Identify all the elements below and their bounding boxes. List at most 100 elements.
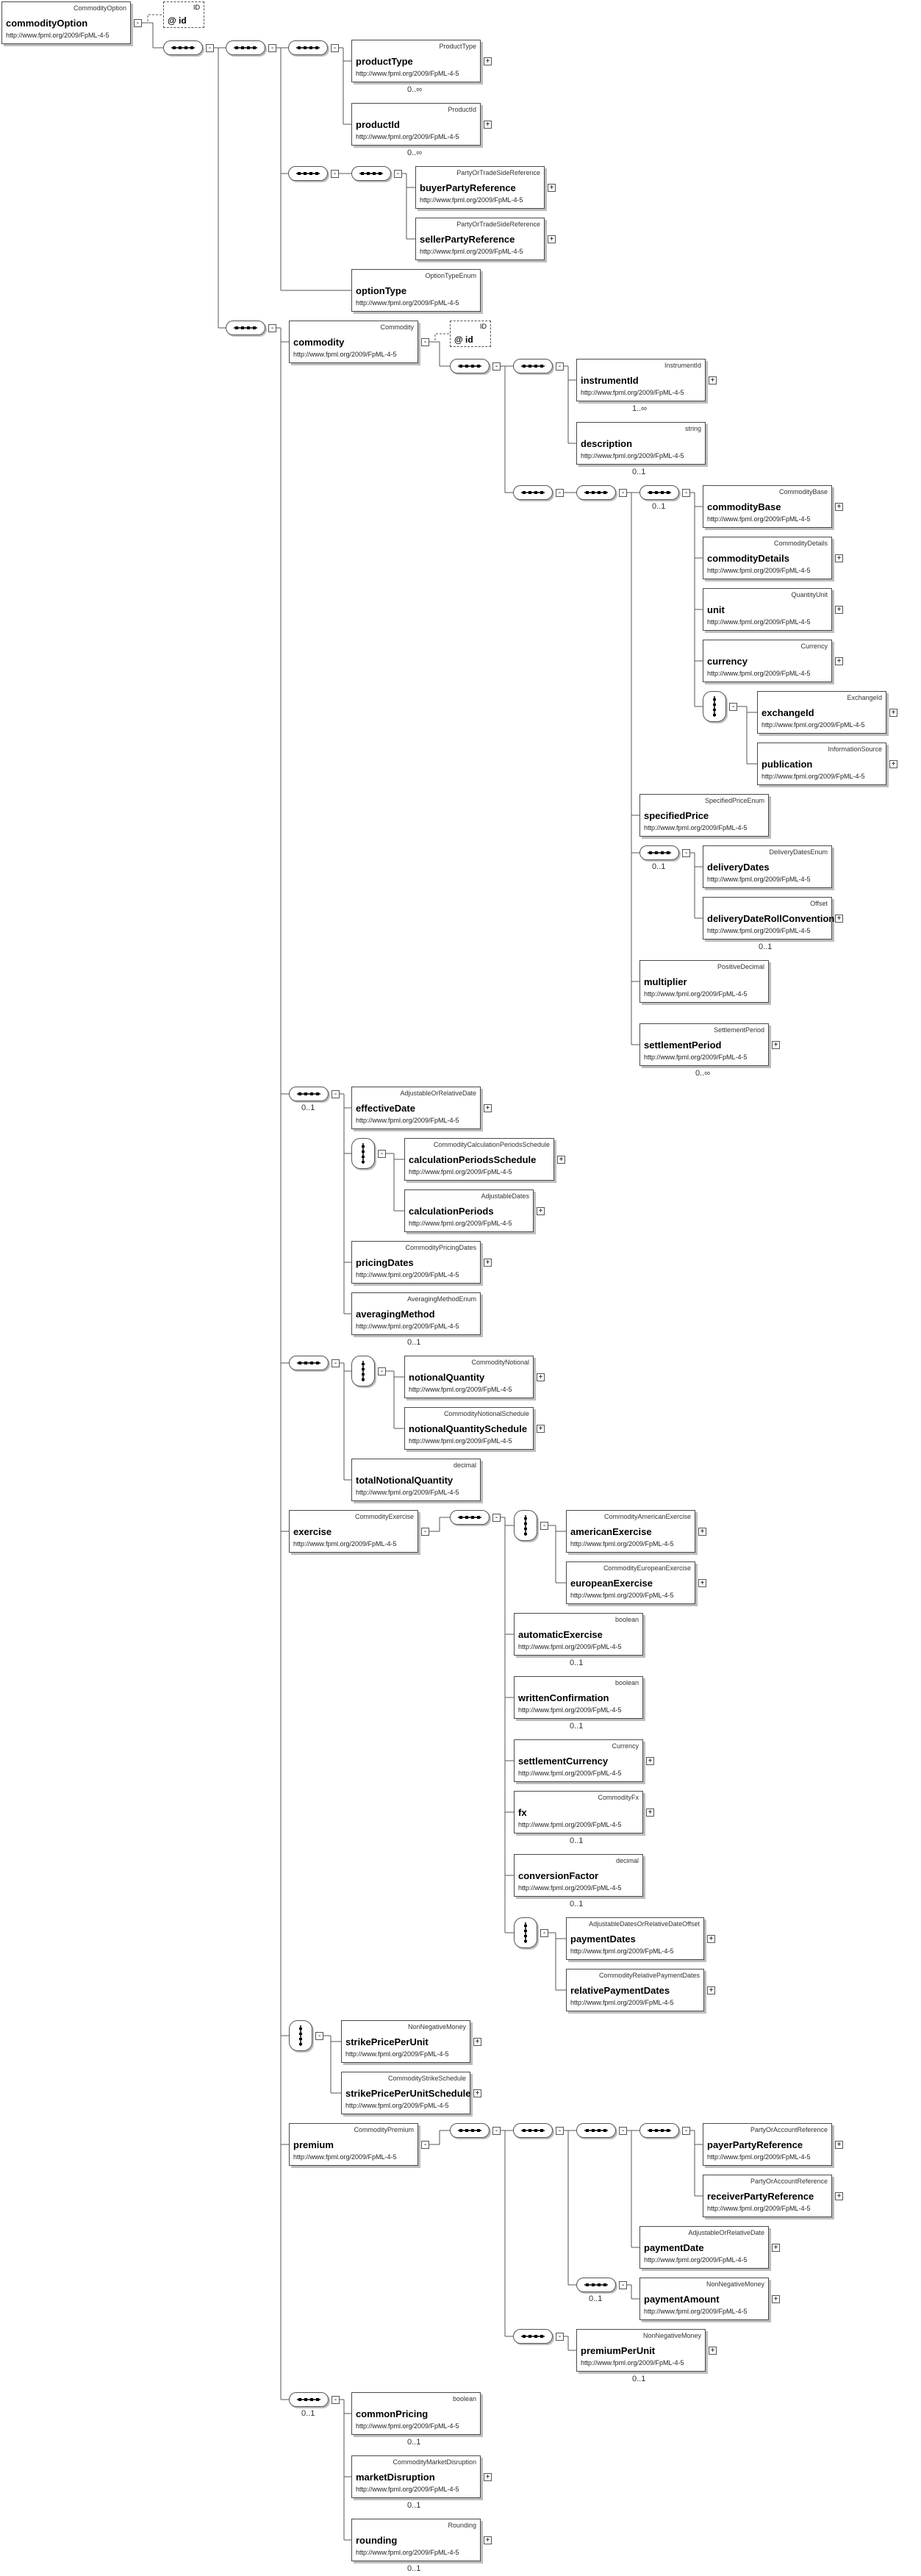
sequence-compositor[interactable]: [163, 40, 203, 55]
expand-icon[interactable]: +: [473, 2089, 481, 2097]
sequence-compositor[interactable]: [289, 2392, 329, 2407]
collapse-icon[interactable]: -: [619, 2127, 627, 2135]
collapse-icon[interactable]: -: [682, 849, 690, 857]
expand-icon[interactable]: +: [537, 1373, 545, 1381]
expand-icon[interactable]: +: [646, 1757, 654, 1765]
collapse-icon[interactable]: -: [332, 1359, 340, 1367]
sequence-compositor[interactable]: [351, 166, 391, 181]
expand-icon[interactable]: +: [484, 1259, 492, 1267]
expand-icon[interactable]: +: [484, 121, 492, 129]
sequence-compositor[interactable]: [450, 1510, 490, 1525]
collapse-icon[interactable]: -: [268, 44, 276, 52]
collapse-icon[interactable]: -: [619, 489, 627, 497]
collapse-icon[interactable]: -: [331, 44, 339, 52]
collapse-icon[interactable]: -: [134, 19, 142, 27]
sequence-compositor[interactable]: [639, 845, 679, 860]
expand-icon[interactable]: +: [835, 2192, 843, 2200]
collapse-icon[interactable]: -: [332, 1090, 340, 1098]
expand-icon[interactable]: +: [537, 1425, 545, 1433]
expand-icon[interactable]: +: [835, 554, 843, 562]
sequence-compositor[interactable]: [576, 485, 616, 500]
expand-icon[interactable]: +: [484, 57, 492, 65]
expand-icon[interactable]: +: [646, 1808, 654, 1817]
expand-icon[interactable]: +: [548, 235, 556, 243]
sequence-compositor[interactable]: [289, 1356, 329, 1370]
expand-icon[interactable]: +: [698, 1528, 706, 1536]
expand-icon[interactable]: +: [484, 1104, 492, 1112]
sequence-compositor[interactable]: [288, 166, 328, 181]
expand-icon[interactable]: +: [835, 915, 843, 923]
collapse-icon[interactable]: -: [682, 2127, 690, 2135]
sequence-compositor[interactable]: [513, 359, 553, 373]
sequence-compositor[interactable]: [450, 359, 490, 373]
sequence-compositor[interactable]: [513, 485, 553, 500]
collapse-icon[interactable]: -: [331, 170, 339, 178]
collapse-icon[interactable]: -: [421, 2141, 429, 2149]
expand-icon[interactable]: +: [707, 1986, 715, 1994]
collapse-icon[interactable]: -: [378, 1367, 386, 1375]
expand-icon[interactable]: +: [484, 2536, 492, 2544]
sequence-compositor[interactable]: [289, 1087, 329, 1101]
collapse-icon[interactable]: -: [540, 1929, 548, 1937]
id-attribute[interactable]: ID@ id: [163, 1, 204, 28]
collapse-icon[interactable]: -: [556, 2127, 564, 2135]
expand-icon[interactable]: +: [709, 2347, 717, 2355]
expand-icon[interactable]: +: [889, 709, 897, 717]
collapse-icon[interactable]: -: [682, 489, 690, 497]
collapse-icon[interactable]: -: [421, 1528, 429, 1536]
expand-icon[interactable]: +: [835, 657, 843, 665]
expand-icon[interactable]: +: [835, 606, 843, 614]
expand-icon[interactable]: +: [537, 1207, 545, 1215]
expand-icon[interactable]: +: [772, 2295, 780, 2303]
sequence-compositor[interactable]: [639, 2123, 679, 2138]
collapse-icon[interactable]: -: [729, 703, 737, 711]
choice-compositor[interactable]: [514, 1917, 537, 1948]
sequence-compositor[interactable]: [576, 2123, 616, 2138]
collapse-icon[interactable]: -: [492, 362, 501, 371]
choice-compositor[interactable]: [351, 1138, 375, 1169]
collapse-icon[interactable]: -: [492, 2127, 501, 2135]
expand-icon[interactable]: +: [473, 2038, 481, 2046]
collapse-icon[interactable]: -: [421, 338, 429, 346]
collapse-icon[interactable]: -: [492, 1514, 501, 1522]
collapse-icon[interactable]: -: [556, 489, 564, 497]
expand-icon[interactable]: +: [835, 503, 843, 511]
expand-icon[interactable]: +: [772, 1041, 780, 1049]
collapse-icon[interactable]: -: [556, 2333, 564, 2341]
choice-compositor[interactable]: [514, 1510, 537, 1541]
collapse-icon[interactable]: -: [315, 2032, 323, 2040]
collapse-icon[interactable]: -: [378, 1150, 386, 1158]
